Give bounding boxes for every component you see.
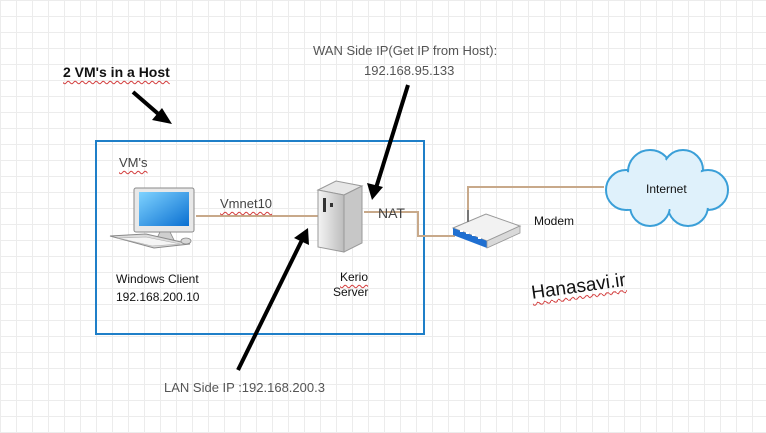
- kerio-server-label-line2: Server: [333, 285, 369, 299]
- internet-cable: [467, 186, 604, 210]
- vm-host-box: [95, 140, 425, 335]
- wan-arrow: [367, 84, 410, 200]
- lan-arrow: [236, 228, 309, 371]
- lan-side-label: LAN Side IP :192.168.200.3: [164, 380, 325, 395]
- windows-client-ip: 192.168.200.10: [116, 290, 200, 304]
- diagram-title: 2 VM's in a Host: [63, 64, 170, 80]
- modem-icon: [451, 210, 522, 249]
- vmnet-link-label: Vmnet10: [220, 196, 273, 211]
- host-box-label: VM's: [119, 155, 148, 170]
- wan-side-label-line1: WAN Side IP(Get IP from Host):: [313, 43, 498, 58]
- windows-client-name: Windows Client: [116, 272, 199, 286]
- internet-label: Internet: [646, 182, 687, 196]
- internet-cloud-icon: [605, 149, 729, 227]
- nat-cable: [364, 211, 455, 237]
- wan-side-label-line2: 192.168.95.133: [364, 63, 455, 78]
- nat-label: NAT: [378, 205, 405, 221]
- title-arrow: [131, 90, 172, 124]
- kerio-server-label-line1: Kerio: [340, 270, 369, 284]
- modem-label: Modem: [534, 214, 575, 228]
- kerio-server-tower-icon: [316, 180, 364, 253]
- windows-client-computer-icon: [109, 187, 195, 249]
